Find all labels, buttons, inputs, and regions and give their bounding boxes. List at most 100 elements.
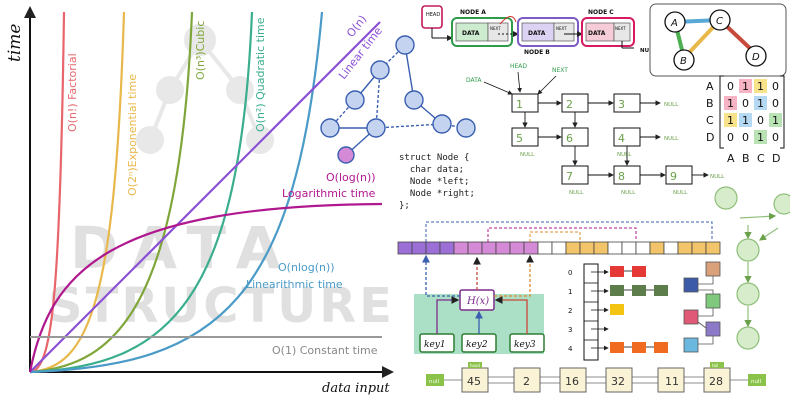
- tree-node: [404, 90, 424, 110]
- multi-list-data-label: DATA: [466, 77, 482, 84]
- tree-node: [345, 90, 365, 110]
- curve-factorial: [29, 11, 66, 374]
- multi-node: 6: [566, 132, 573, 145]
- dll-head-tag: head: [470, 363, 480, 368]
- null-label: NULL: [673, 190, 688, 196]
- null-label: NULL: [569, 190, 584, 196]
- matrix-col-label: B: [742, 152, 750, 165]
- x-axis-label: data input: [322, 381, 390, 396]
- hash-key1-label: key1: [424, 340, 446, 350]
- dll-node: [513, 367, 541, 393]
- matrix-cell: 0: [772, 97, 779, 110]
- code-line: struct Node {: [399, 153, 469, 163]
- multi-node: 3: [618, 98, 625, 111]
- label-factorial: O(n!) Factorial: [66, 53, 79, 132]
- node-b-title: NODE B: [524, 49, 550, 56]
- code-line: Node *left;: [399, 177, 469, 187]
- multi-node: 5: [516, 132, 523, 145]
- doubly-linked-list: null null head tail 45 2 16 32 11 28: [426, 362, 766, 393]
- node-b-data: DATA: [528, 30, 546, 37]
- matrix-row-label: B: [706, 97, 714, 110]
- graph-label-d: D: [752, 52, 760, 63]
- dll-value: 45: [467, 375, 481, 388]
- code-block: struct Node { char data; Node *left; Nod…: [399, 153, 475, 211]
- matrix-cell: 1: [757, 97, 764, 110]
- matrix-cell: 0: [772, 131, 779, 144]
- circular-graph: [714, 186, 790, 350]
- label-nlogn-name: Linearithmic time: [246, 278, 343, 291]
- node-a-title: NODE A: [460, 9, 486, 16]
- matrix-col-label: C: [757, 152, 765, 165]
- tree-node: [366, 118, 386, 138]
- bucket-index: 4: [568, 345, 573, 353]
- hash-array: [397, 221, 721, 255]
- multi-node: 4: [618, 132, 625, 145]
- bucket-index: 2: [568, 307, 572, 315]
- node-c-data: DATA: [588, 30, 606, 37]
- matrix-col-label: D: [772, 152, 780, 165]
- bucket-array: [583, 263, 599, 361]
- matrix-cell: 0: [757, 114, 764, 127]
- matrix-cell: 0: [742, 131, 749, 144]
- node-c-next: NEXT: [615, 26, 626, 31]
- circle-node: [736, 326, 760, 350]
- node-a-data: DATA: [462, 30, 480, 37]
- graph-vertex-a: [664, 11, 686, 33]
- complexity-chart: time data input O(n!) Factorial O(2ⁿ)Exp…: [5, 6, 394, 396]
- dll-node: [559, 367, 587, 393]
- multi-level-list: DATA HEAD NEXT 1 2 3 5 6 4 7 8 9: [466, 63, 725, 196]
- multi-node: 2: [566, 98, 573, 111]
- matrix-col-label: A: [727, 152, 735, 165]
- tree-node-target: [337, 146, 355, 164]
- dll-value: 16: [565, 375, 579, 388]
- label-cubic: O(n³)Cubic: [194, 21, 207, 80]
- node-a-next: NEXT: [490, 26, 501, 31]
- matrix-cell: 1: [757, 80, 764, 93]
- dll-null-tail-box: [748, 374, 766, 386]
- matrix-cell: 1: [727, 97, 734, 110]
- graph: A B C D: [649, 3, 787, 77]
- circle-node: [736, 282, 760, 306]
- matrix-cell: 0: [772, 80, 779, 93]
- adjacency-matrix: A B C D 0 1 1 0 1 0 1 0 1 1 0 1 0 0 1: [706, 75, 785, 165]
- linked-list: HEAD NODE A DATA NEXT NODE B DATA NEXT N…: [421, 5, 657, 56]
- curve-exponential: [29, 11, 126, 374]
- matrix-cell: 1: [757, 131, 764, 144]
- circle-node: [714, 186, 738, 210]
- graph-label-c: C: [716, 16, 723, 27]
- circle-node: [736, 238, 760, 262]
- hash-function-label: H(x): [466, 296, 489, 307]
- dll-value: 2: [523, 375, 530, 388]
- multi-list-next-label: NEXT: [552, 67, 568, 74]
- node-c-title: NODE C: [588, 9, 614, 16]
- hash-key2-label: key2: [466, 340, 488, 350]
- label-exponential: O(2ⁿ)Exponential time: [126, 74, 139, 196]
- dll-null-head-box: [426, 374, 444, 386]
- label-quadratic: O(n²) Quadratic time: [254, 17, 267, 132]
- circle-node: [773, 193, 790, 215]
- curve-linear: [29, 21, 381, 373]
- insert-arrow: [499, 16, 517, 25]
- matrix-row-label: A: [706, 80, 714, 93]
- null-label: NULL: [664, 102, 679, 108]
- tree-node: [320, 118, 340, 138]
- curve-logarithmic: [28, 202, 383, 373]
- code-line: char data;: [399, 165, 464, 175]
- code-line: Node *right;: [399, 189, 475, 199]
- hash-key3-label: key3: [514, 340, 536, 350]
- matrix-cell: 1: [727, 114, 734, 127]
- hash-buckets: 0 1 2 3 4: [568, 261, 721, 361]
- y-axis-label: time: [5, 24, 25, 62]
- multi-node: 8: [618, 170, 625, 183]
- multi-node: 9: [670, 170, 677, 183]
- curve-linearithmic: [29, 11, 324, 374]
- watermark-line2: STRUCTURE: [48, 278, 395, 334]
- node-b-next: NEXT: [556, 26, 567, 31]
- multi-list-head-label: HEAD: [510, 63, 527, 70]
- multi-node: 7: [566, 170, 573, 183]
- graph-vertex-d: [745, 45, 767, 67]
- binary-tree: [320, 35, 476, 164]
- label-nlogn-notation: O(nlog(n)): [278, 261, 335, 274]
- list-null: NULL: [640, 48, 657, 54]
